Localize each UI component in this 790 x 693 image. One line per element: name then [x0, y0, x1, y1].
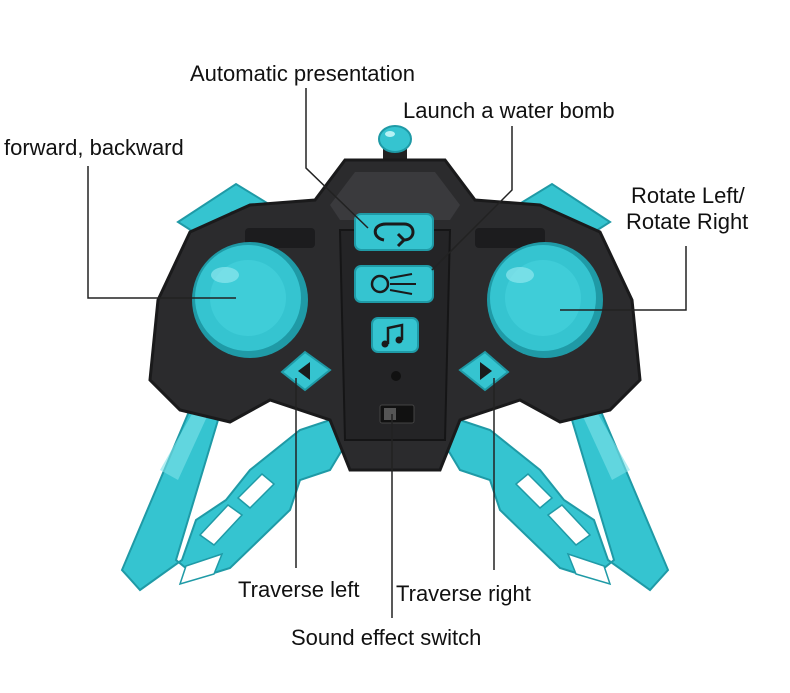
sound-button[interactable]: [371, 317, 419, 353]
label-rotate-right: Rotate Right: [626, 209, 749, 234]
right-leg-stand: [440, 393, 670, 592]
launch-water-bomb-button[interactable]: [354, 265, 434, 303]
label-automatic-presentation: Automatic presentation: [190, 61, 416, 86]
auto-presentation-button[interactable]: [354, 213, 434, 251]
left-joystick[interactable]: [192, 242, 308, 358]
power-led: [391, 371, 401, 381]
right-arrow-icon: [480, 362, 492, 380]
leader-lines: [87, 88, 687, 618]
label-rotate-left: Rotate Left/: [631, 183, 745, 208]
left-leg-stand: [120, 393, 350, 592]
right-joystick[interactable]: [487, 242, 603, 358]
label-traverse-left: Traverse left: [238, 577, 360, 602]
return-arrow-icon: [373, 222, 415, 248]
label-launch-water-bomb: Launch a water bomb: [403, 98, 615, 123]
label-forward-backward: forward, backward: [4, 135, 184, 160]
leader-forward: [87, 166, 236, 299]
traverse-right-button[interactable]: [458, 350, 510, 392]
music-note-icon: [381, 323, 404, 348]
traverse-left-button[interactable]: [280, 350, 332, 392]
leader-launch: [431, 126, 513, 271]
ball-launch-icon: [370, 273, 416, 295]
label-traverse-right: Traverse right: [396, 581, 531, 606]
sound-effect-switch[interactable]: [379, 404, 415, 424]
antenna-knob: [378, 125, 412, 162]
label-sound-effect-switch: Sound effect switch: [291, 625, 482, 650]
leader-auto: [305, 88, 369, 229]
left-arrow-icon: [298, 362, 310, 380]
leader-rotate: [560, 246, 687, 311]
